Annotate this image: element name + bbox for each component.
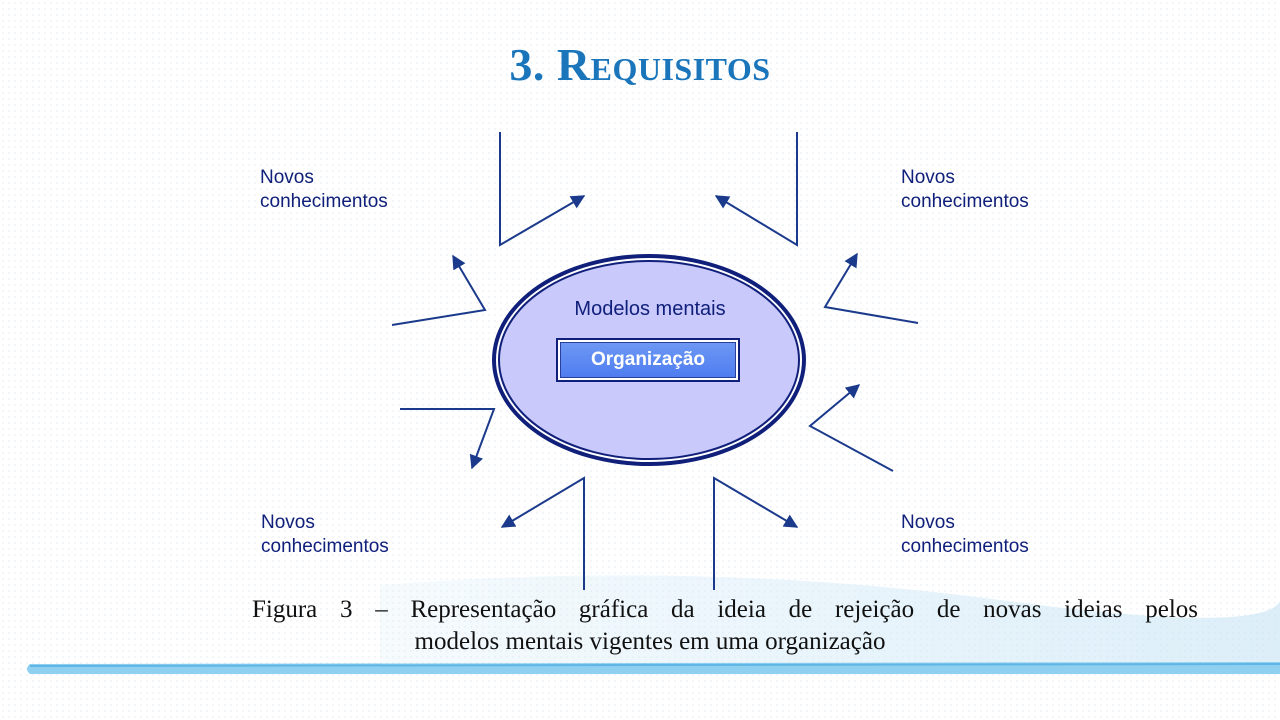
mental-models-label: Modelos mentais — [574, 298, 726, 320]
slide-title: 3. Requisitos — [509, 39, 771, 90]
label-top-left: Novos conhecimentos — [260, 167, 388, 212]
deflected-arrow-bottom-right — [713, 476, 799, 590]
caption-line-2: modelos mentais vigentes em uma organiza… — [414, 628, 886, 655]
organization-label: Organização — [560, 342, 736, 378]
caption-line-1: Figura 3 – Representação gráfica da idei… — [252, 596, 1198, 623]
deflected-arrow-top-left — [499, 132, 586, 247]
deflected-arrow-right-lower — [808, 384, 894, 472]
label-bottom-left: Novos conhecimentos — [261, 512, 389, 557]
deflected-arrow-right-upper — [823, 252, 919, 324]
deflected-arrow-bottom-left — [500, 476, 585, 590]
label-bottom-right: Novos conhecimentos — [901, 512, 1029, 557]
deflected-arrow-left-upper — [391, 254, 487, 326]
figure-caption: Figura 3 – Representação gráfica da idei… — [252, 594, 1198, 658]
label-top-right: Novos conhecimentos — [901, 167, 1029, 212]
deflected-arrow-left-lower — [400, 408, 496, 470]
deflected-arrow-top-right — [714, 132, 798, 247]
organization-box: Organização — [556, 338, 740, 382]
